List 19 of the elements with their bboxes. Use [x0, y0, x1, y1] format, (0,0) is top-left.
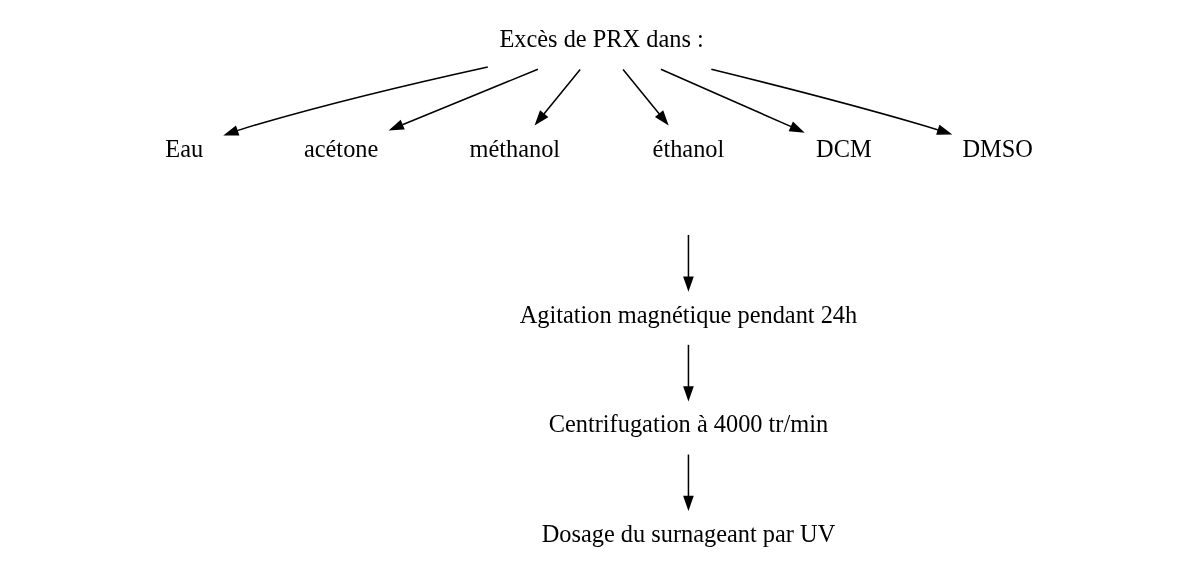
arrow — [621, 68, 669, 126]
arrow — [222, 66, 489, 136]
arrow — [388, 68, 539, 131]
node-text: méthanol — [468, 135, 560, 163]
node-text: Agitation magnétique pendant 24h — [519, 300, 857, 328]
node-text: DMSO — [961, 135, 1033, 163]
node-text: Dosage du surnageant par UV — [541, 520, 835, 548]
arrow — [682, 234, 694, 292]
arrow — [682, 344, 694, 402]
node-text: éthanol — [652, 135, 724, 163]
node-text: Excès de PRX dans : — [498, 25, 704, 53]
node-text: Centrifugation à 4000 tr/min — [548, 410, 828, 438]
arrow — [682, 453, 694, 512]
arrow — [659, 68, 805, 133]
node-text: DCM — [815, 135, 872, 163]
arrow — [710, 68, 952, 135]
arrow — [534, 68, 581, 126]
node-text: Eau — [164, 135, 203, 163]
node-text: acétone — [303, 135, 378, 163]
